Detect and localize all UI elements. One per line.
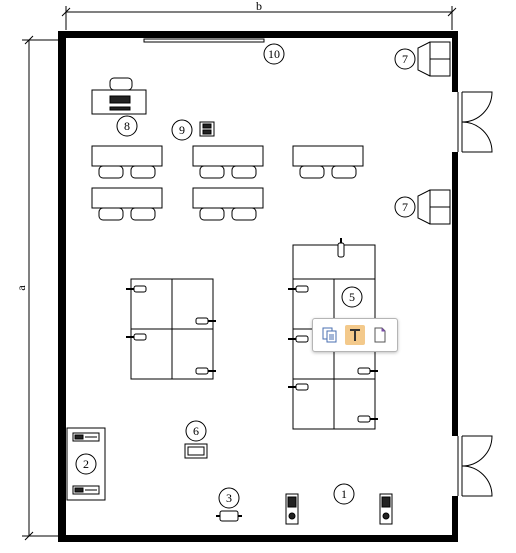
teacher-desk	[91, 77, 147, 115]
door-bottom	[457, 435, 493, 497]
callout-7a	[394, 48, 416, 70]
room-walls	[58, 31, 458, 542]
dimension-a	[22, 35, 60, 541]
callout-7b	[394, 196, 416, 218]
callout-2-label: 2	[83, 457, 89, 471]
whiteboard	[143, 38, 265, 43]
callout-1	[333, 483, 355, 505]
cabinet-top	[417, 41, 451, 77]
cabinet-middle	[417, 189, 451, 225]
chair	[216, 510, 242, 522]
callout-9-label: 9	[179, 123, 185, 137]
callout-5	[341, 286, 363, 308]
dimension-b	[61, 6, 457, 30]
printer	[199, 121, 215, 137]
callout-7a-label: 7	[402, 52, 408, 66]
callout-5-label: 5	[349, 290, 355, 304]
door-top	[457, 91, 493, 153]
callout-6	[185, 420, 207, 442]
small-table	[184, 443, 208, 459]
lab-table-left	[126, 278, 216, 380]
callout-10-label: 10	[268, 47, 280, 61]
callout-8-label: 8	[124, 119, 130, 133]
dimension-b-label: b	[256, 0, 262, 13]
equipment-units	[285, 493, 393, 525]
callout-3-label: 3	[226, 491, 232, 505]
copy-button[interactable]	[320, 325, 340, 345]
copy-document-icon	[322, 327, 337, 343]
text-tool-icon	[349, 329, 360, 341]
callout-1-label: 1	[341, 487, 347, 501]
student-desks	[91, 145, 364, 221]
floating-toolbar	[312, 318, 398, 352]
page-button[interactable]	[370, 325, 390, 345]
text-tool-button[interactable]	[344, 325, 365, 345]
callout-7b-label: 7	[402, 200, 408, 214]
callout-9	[171, 119, 193, 141]
callouts	[75, 43, 416, 509]
page-corner-icon	[374, 327, 386, 343]
dimension-a-label: a	[14, 285, 28, 291]
callout-labels: 10 7 8 9 7 5 6 2 3 1	[83, 47, 408, 505]
callout-8	[116, 115, 138, 137]
callout-6-label: 6	[193, 424, 199, 438]
callout-2	[75, 453, 97, 475]
callout-3	[218, 487, 240, 509]
callout-10	[263, 43, 285, 65]
